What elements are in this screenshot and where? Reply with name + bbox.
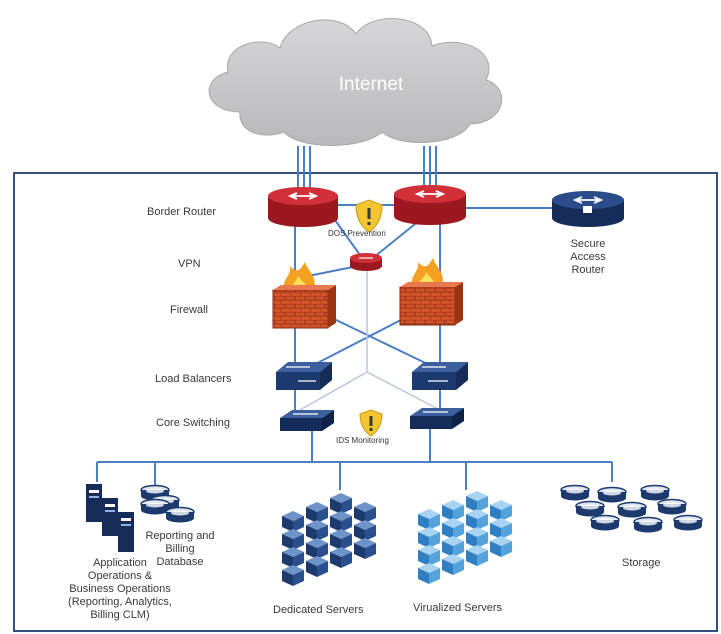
- server-cube-icon: [418, 491, 512, 584]
- reporting-db-line: Reporting and: [145, 530, 215, 542]
- server-cube-icon: [282, 493, 376, 586]
- firewall-icon: [272, 262, 336, 329]
- vpn-router: [350, 253, 382, 271]
- database-icon: [140, 484, 195, 524]
- tier-label-core-switching: Core Switching: [156, 417, 230, 429]
- app-ops-line: Business Operations: [69, 583, 171, 595]
- app-ops-line: Application: [93, 557, 147, 569]
- switch-icon: [412, 362, 468, 390]
- storage-label: Storage: [622, 557, 661, 569]
- secure-access-router-line: Router: [571, 264, 605, 276]
- app-ops-line: Billing CLM): [90, 609, 150, 621]
- tier-label-load-balancers: Load Balancers: [155, 373, 232, 385]
- warning-shield-icon: [355, 199, 383, 233]
- secure-access-router-line: Access: [570, 251, 606, 263]
- vpn-links: [299, 270, 441, 411]
- ids-monitoring-label: IDS Monitoring: [336, 436, 389, 445]
- virtualized-servers-label: Virualized Servers: [413, 602, 503, 614]
- tier-label-vpn: VPN: [178, 258, 201, 270]
- cloud-icon: [208, 18, 503, 146]
- database-icon: [560, 484, 703, 534]
- app-ops-label: Application Operations & Business Operat…: [50, 557, 190, 622]
- reporting-db-line: Billing: [165, 543, 195, 555]
- app-ops-line: Operations &: [87, 570, 153, 582]
- distribution-links: [96, 428, 613, 490]
- tier-label-firewall: Firewall: [170, 304, 208, 316]
- warning-shield-icon: [359, 409, 383, 437]
- switch-icon: [280, 410, 334, 431]
- firewall-icon: [399, 258, 463, 326]
- dedicated-servers-label: Dedicated Servers: [273, 604, 364, 616]
- switch-icon: [410, 408, 464, 429]
- switch-icon: [276, 362, 332, 390]
- secure-access-router-line: Secure: [570, 238, 606, 250]
- border-router-right: [394, 185, 466, 225]
- tier-label-border-router: Border Router: [147, 206, 217, 218]
- reporting-db-label: Reporting and Billing Database: [140, 530, 220, 569]
- server-tower-icon: [86, 484, 134, 552]
- datacenter-frame: [13, 172, 718, 632]
- secure-access-router: [552, 191, 624, 227]
- secure-access-router-label: Secure Access Router: [560, 238, 616, 277]
- internet-label: Internet: [339, 74, 404, 95]
- app-ops-line: (Reporting, Analytics,: [68, 596, 172, 608]
- border-router-left: [268, 187, 338, 227]
- reporting-db-line: Database: [156, 556, 204, 568]
- dos-prevention-label: DOS Prevention: [328, 229, 386, 238]
